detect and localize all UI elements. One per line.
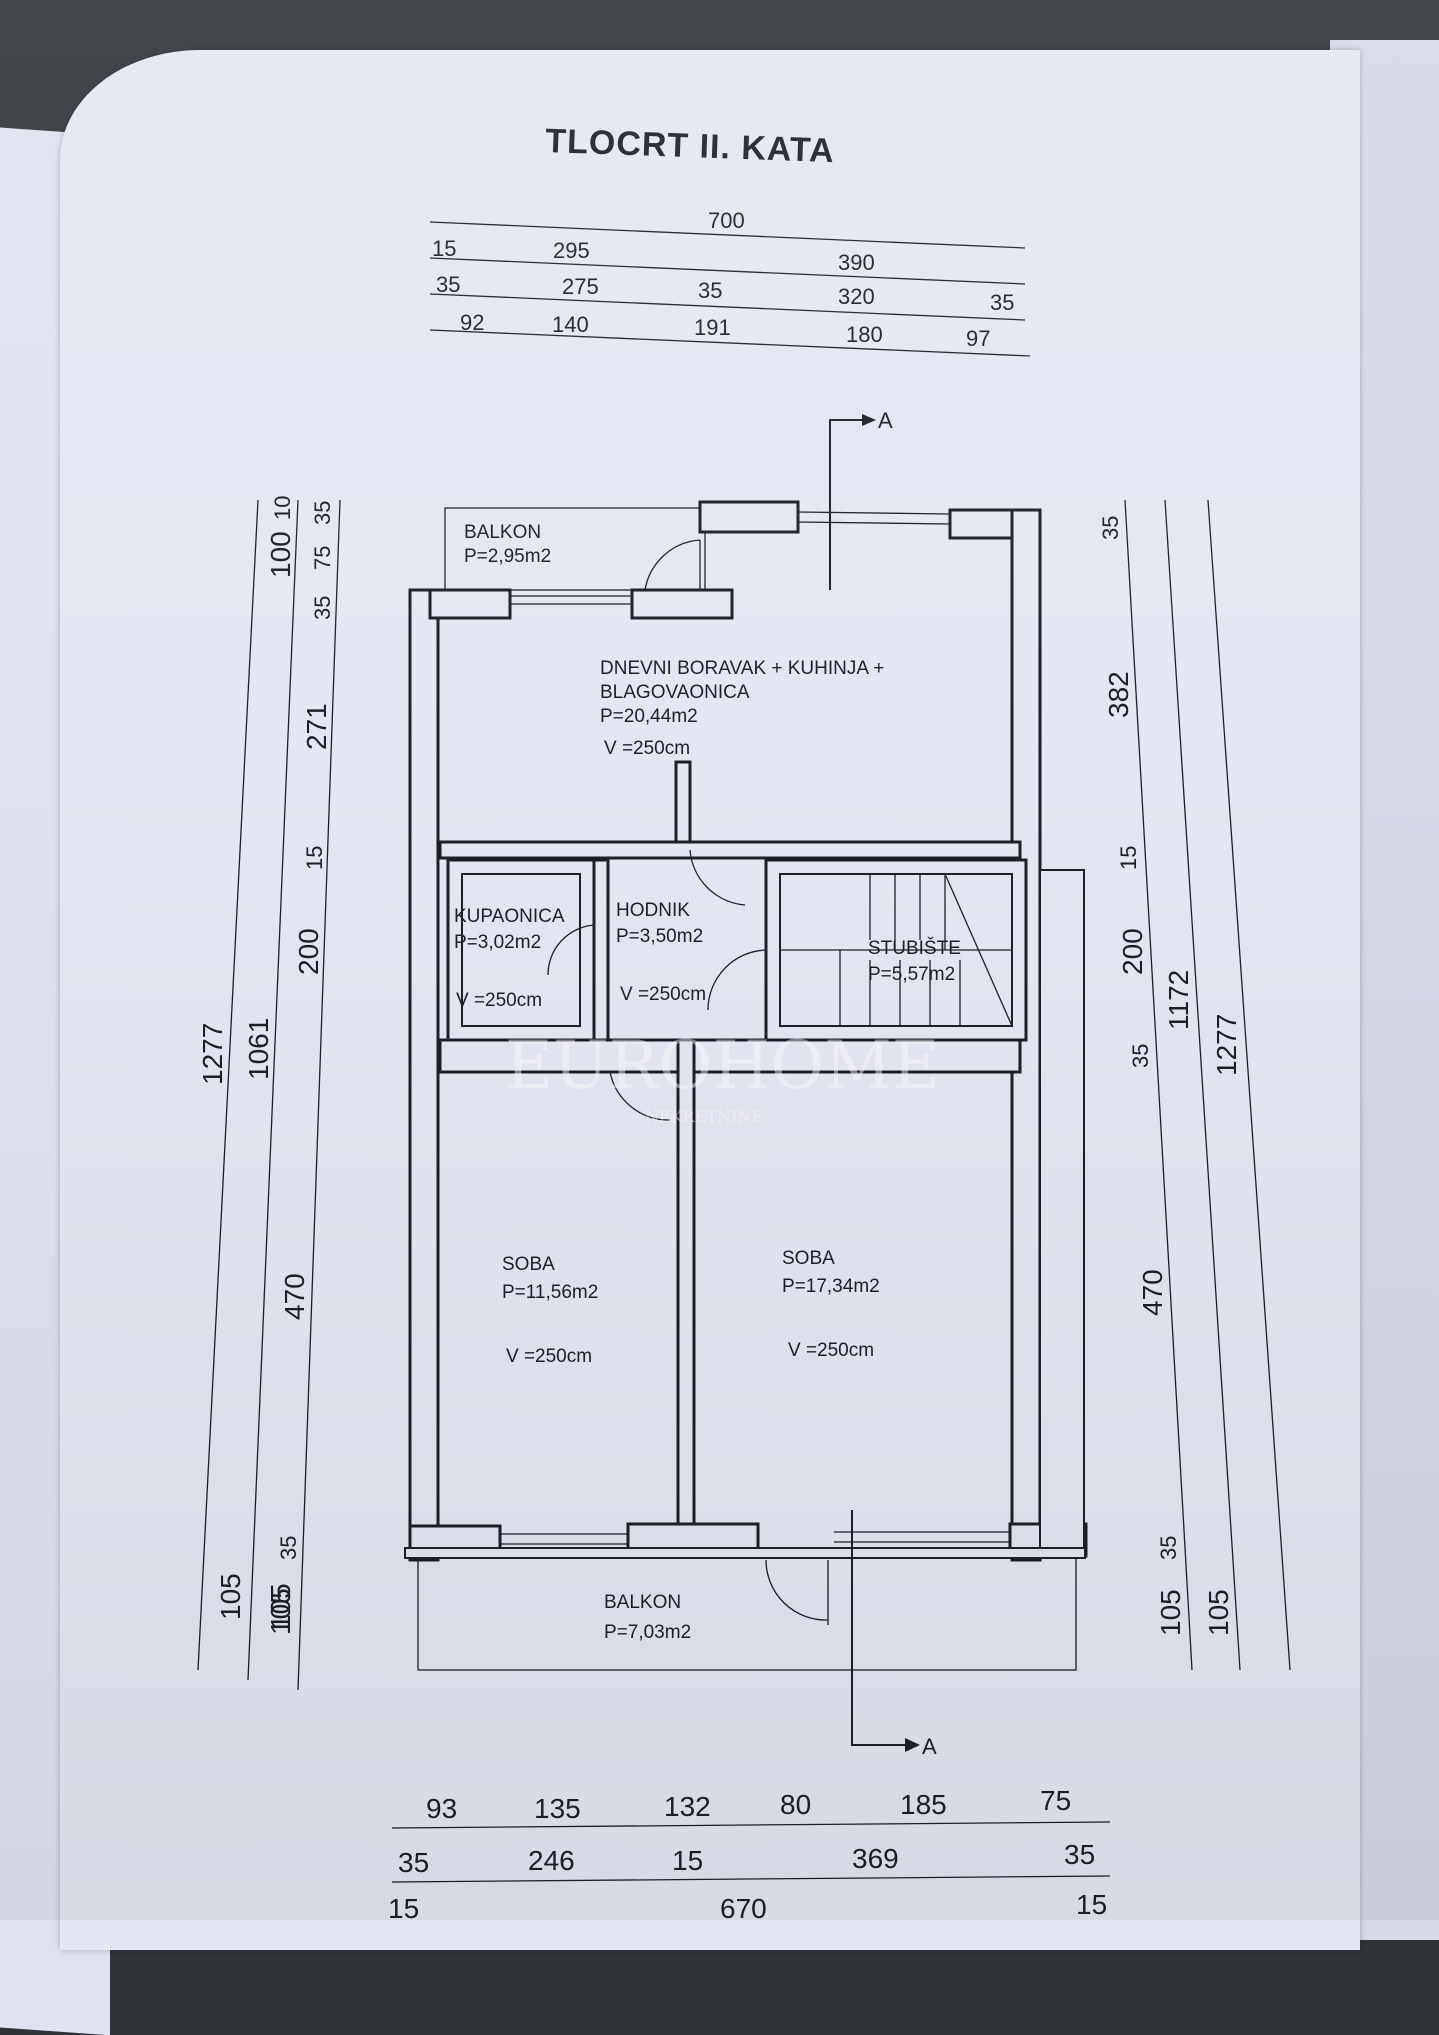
dim-top-180: 180 [846, 322, 883, 347]
soba-right-height: V =250cm [788, 1340, 874, 1361]
dim-bottom-15: 15 [672, 1845, 703, 1876]
section-marker-top: A [829, 408, 893, 590]
room-labels: BALKON P=2,95m2 DNEVNI BORAVAK + KUHINJA… [454, 522, 961, 1643]
stairs [780, 873, 1013, 1027]
watermark-sub: NEKRETNINE [645, 1107, 763, 1126]
dim-top-15: 15 [432, 236, 456, 261]
dim-left-105a: 105 [215, 1573, 246, 1620]
dim-right-105a: 105 [1155, 1589, 1186, 1636]
section-marker-bottom: A [851, 1510, 937, 1759]
dim-bottom-80: 80 [780, 1789, 811, 1820]
kupaonica-height: V =250cm [456, 990, 542, 1011]
dim-left-105b: 105 [265, 1583, 296, 1630]
dim-top-191: 191 [694, 315, 731, 340]
dim-top-92: 92 [460, 310, 484, 335]
soba-right-area: P=17,34m2 [782, 1276, 880, 1297]
balcony-bottom-outline [417, 1554, 1077, 1671]
dim-left-75: 75 [310, 546, 335, 570]
dim-top-97: 97 [966, 326, 990, 351]
dnevni-name-2: BLAGOVAONICA [600, 682, 750, 703]
dim-bottom-75: 75 [1040, 1785, 1071, 1816]
dim-left-35b: 35 [310, 596, 335, 620]
balkon-bottom-name: BALKON [604, 1592, 681, 1613]
hodnik-area: P=3,50m2 [616, 926, 703, 947]
dim-left-200: 200 [293, 928, 324, 975]
dnevni-height: V =250cm [604, 738, 690, 759]
soba-right-name: SOBA [782, 1248, 835, 1269]
balcony-top-outline [444, 507, 706, 591]
dim-top-35a: 35 [436, 272, 460, 297]
windows [500, 511, 1010, 1545]
dim-top-275: 275 [562, 274, 599, 299]
hodnik-name: HODNIK [616, 900, 690, 921]
dim-top-295: 295 [553, 238, 590, 263]
plan-title: TLOCRT II. KATA [545, 122, 836, 170]
kupaonica-area: P=3,02m2 [454, 932, 541, 953]
dnevni-area: P=20,44m2 [600, 706, 698, 727]
dim-left-1061: 1061 [243, 1018, 274, 1080]
dim-bottom-15b: 15 [1076, 1889, 1107, 1920]
stubiste-name: STUBIŠTE [868, 937, 961, 959]
dim-bottom-93: 93 [426, 1793, 457, 1824]
dnevni-name-1: DNEVNI BORAVAK + KUHINJA + [600, 658, 884, 679]
dim-top-320: 320 [838, 284, 875, 309]
dim-bottom-246: 246 [528, 1845, 575, 1876]
dim-left-35a: 35 [310, 501, 335, 525]
doors [547, 539, 829, 1625]
stubiste-area: P=5,57m2 [868, 964, 955, 985]
dim-right-35b: 35 [1128, 1044, 1153, 1068]
dim-top-35b: 35 [698, 278, 722, 303]
watermark: EUROHOME NEKRETNINE [505, 1027, 940, 1126]
dim-right-470: 470 [1137, 1269, 1168, 1316]
dim-right-382: 382 [1103, 671, 1134, 718]
dim-right-200: 200 [1117, 928, 1148, 975]
dim-left-100: 100 [265, 531, 296, 578]
soba-left-area: P=11,56m2 [502, 1282, 598, 1303]
floor-plan-drawing: TLOCRT II. KATA 700 15 295 390 35 275 35… [197, 122, 1291, 1920]
soba-left-name: SOBA [502, 1254, 555, 1275]
watermark-brand: EUROHOME [505, 1027, 940, 1104]
dim-top-700: 700 [708, 208, 745, 233]
dim-right-1277: 1277 [1211, 1014, 1242, 1076]
dim-left-470: 470 [279, 1273, 310, 1320]
section-letter-top: A [878, 408, 893, 433]
dim-right-35c: 35 [1156, 1536, 1181, 1560]
dim-bottom-15a: 15 [388, 1893, 419, 1920]
kupaonica-name: KUPAONICA [454, 906, 565, 927]
dim-right-15: 15 [1116, 846, 1141, 870]
left-dimension-chain: 1277 105 1061 100 105 10 35 75 35 271 15… [197, 496, 341, 1691]
balkon-bottom-area: P=7,03m2 [604, 1622, 691, 1643]
balkon-top-name: BALKON [464, 522, 541, 543]
dim-left-105c: 105 [265, 1588, 296, 1635]
dim-bottom-35a: 35 [398, 1847, 429, 1878]
dim-right-105b: 105 [1203, 1589, 1234, 1636]
hodnik-height: V =250cm [620, 984, 706, 1005]
dim-left-15: 15 [302, 846, 327, 870]
dim-right-1172: 1172 [1163, 970, 1194, 1030]
bottom-dimension-chain: 93 135 132 80 185 75 35 246 15 369 35 15… [388, 1785, 1111, 1920]
dim-right-35a: 35 [1098, 516, 1123, 540]
dim-bottom-132: 132 [664, 1791, 711, 1822]
right-dimension-chain: 35 382 15 200 35 470 35 105 1172 105 127… [1098, 499, 1291, 1671]
top-dimension-chain: 700 15 295 390 35 275 35 320 35 92 140 1… [429, 208, 1031, 357]
dim-left-35c: 35 [276, 1536, 301, 1560]
walls [404, 500, 1088, 1562]
soba-left-height: V =250cm [506, 1346, 592, 1367]
dim-left-10: 10 [270, 496, 295, 520]
section-letter-bottom: A [922, 1734, 937, 1759]
dim-bottom-369: 369 [852, 1843, 899, 1874]
dim-top-35c: 35 [990, 290, 1014, 315]
dim-top-140: 140 [552, 312, 589, 337]
dim-left-271: 271 [301, 703, 332, 750]
dim-bottom-35b: 35 [1064, 1839, 1095, 1870]
balkon-top-area: P=2,95m2 [464, 546, 551, 567]
dim-bottom-670: 670 [720, 1893, 767, 1920]
dim-top-390: 390 [838, 250, 875, 275]
dim-left-1277: 1277 [197, 1023, 228, 1085]
dim-bottom-135: 135 [534, 1793, 581, 1824]
dim-bottom-185: 185 [900, 1789, 947, 1820]
